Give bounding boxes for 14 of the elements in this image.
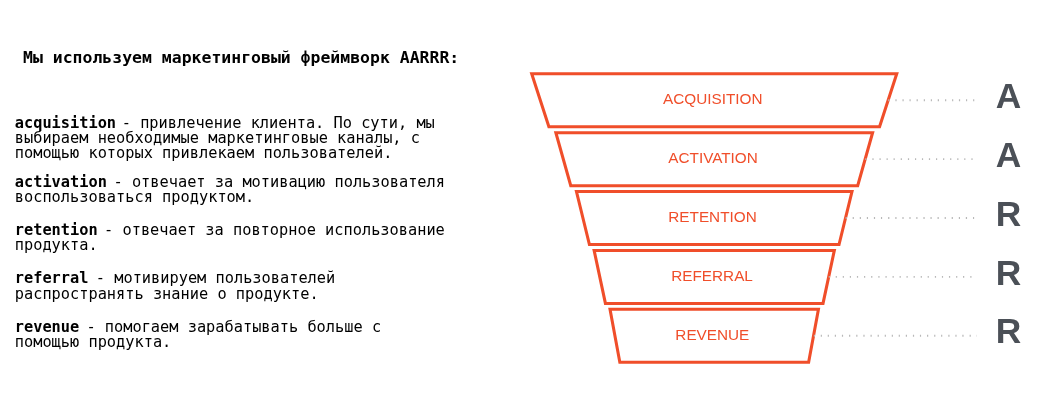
diagram-title: Мы используем маркетинговый фреймворк AARRR: bbox=[23, 47, 460, 67]
label: acquisition - привлечение клиента. По сути, мы выбираем необходимые маркетинговые каналы, с помощью которых привлекаем пользователей. bbox=[14, 113, 435, 162]
label: revenue - помогаем зарабатывать больше с помощью продукта. bbox=[14, 317, 382, 351]
node-box: RETENTION bbox=[574, 189, 854, 246]
node-text: A bbox=[995, 75, 1022, 115]
label: retention - отвечает за повторное использование продукта. bbox=[14, 220, 445, 254]
node-box: REFERRAL bbox=[592, 248, 837, 305]
label: referral - мотивируем пользователей распространять знание о продукте. bbox=[14, 268, 336, 303]
node-text: R bbox=[995, 252, 1022, 292]
node-text: R bbox=[995, 310, 1022, 350]
node-box: REVENUE bbox=[608, 307, 821, 364]
label: activation - отвечает за мотивацию пользователя воспользоваться продуктом. bbox=[14, 172, 446, 206]
node-text: A bbox=[995, 134, 1022, 174]
node-text: R bbox=[995, 193, 1022, 233]
